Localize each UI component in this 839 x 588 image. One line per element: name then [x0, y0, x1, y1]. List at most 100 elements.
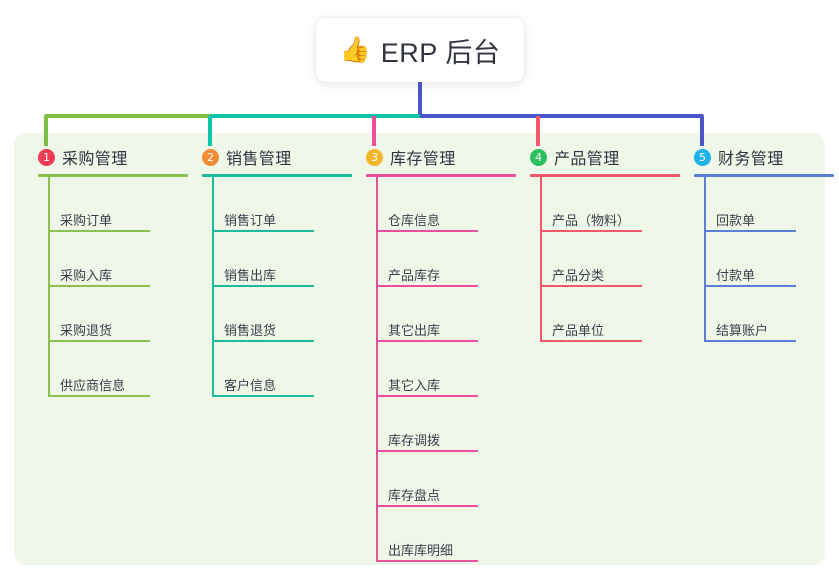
branch-item[interactable]: 产品库存 [366, 232, 516, 287]
diagram-panel [14, 133, 825, 565]
branch-item[interactable]: 出库库明细 [366, 507, 516, 562]
branch-spine [212, 177, 214, 397]
branch-header-2[interactable]: 2 销售管理 [202, 146, 352, 168]
branch-item-label: 回款单 [716, 213, 756, 228]
root-node-erp-backend[interactable]: 👍 ERP 后台 [316, 18, 524, 82]
branch-item-list: 采购订单采购入库采购退货供应商信息 [38, 177, 188, 397]
branch-item-list: 产品（物料） 产品分类产品单位 [530, 177, 680, 342]
branch-item-underline [376, 450, 478, 452]
branch-title: 采购管理 [62, 151, 128, 168]
branch-number-badge: 4 [530, 148, 547, 166]
branch-item-label: 采购入库 [60, 268, 113, 283]
branch-number-badge: 1 [38, 148, 55, 166]
branch-item-label: 销售退货 [224, 323, 277, 338]
branch-column-1: 1 采购管理采购订单采购入库采购退货供应商信息 [38, 146, 188, 397]
branch-item-underline [704, 340, 796, 342]
branch-item-label: 仓库信息 [388, 213, 441, 228]
branch-item[interactable]: 仓库信息 [366, 177, 516, 232]
branch-item-underline [376, 285, 478, 287]
branch-item-label: 库存调拨 [388, 433, 441, 448]
branch-item-underline [212, 395, 314, 397]
branch-item-label: 供应商信息 [60, 378, 126, 393]
branch-underline [38, 174, 188, 177]
branch-item-underline [376, 340, 478, 342]
branch-item-label: 其它入库 [388, 378, 441, 393]
branch-item[interactable]: 供应商信息 [38, 342, 188, 397]
branch-item-underline [540, 340, 642, 342]
branch-item-underline [704, 230, 796, 232]
branch-item-label: 其它出库 [388, 323, 441, 338]
branch-underline [366, 174, 516, 177]
branch-item-underline [48, 395, 150, 397]
branch-title: 财务管理 [718, 151, 784, 168]
branch-item-label: 库存盘点 [388, 488, 441, 503]
branch-item-label: 出库库明细 [388, 543, 454, 558]
branch-spine [704, 177, 706, 342]
branch-column-2: 2 销售管理销售订单销售出库销售退货客户信息 [202, 146, 352, 397]
branch-item[interactable]: 付款单 [694, 232, 834, 287]
branch-spine [48, 177, 50, 397]
branch-item[interactable]: 产品单位 [530, 287, 680, 342]
branch-header-1[interactable]: 1 采购管理 [38, 146, 188, 168]
branch-item-list: 销售订单销售出库销售退货客户信息 [202, 177, 352, 397]
branch-item[interactable]: 回款单 [694, 177, 834, 232]
branch-item-label: 产品（物料） [552, 213, 631, 228]
branch-item-list: 仓库信息产品库存其它出库其它入库库存调拨库存盘点出库库明细 [366, 177, 516, 562]
branch-item[interactable]: 采购订单 [38, 177, 188, 232]
branch-title: 产品管理 [554, 151, 620, 168]
branch-column-4: 4 产品管理产品（物料） 产品分类产品单位 [530, 146, 680, 342]
branch-item-label: 销售订单 [224, 213, 277, 228]
branch-item-underline [212, 285, 314, 287]
branch-spine [540, 177, 542, 342]
thumbs-up-icon: 👍 [339, 35, 371, 64]
branch-item[interactable]: 其它入库 [366, 342, 516, 397]
branch-item-underline [540, 230, 642, 232]
branch-underline [530, 174, 680, 177]
branch-item[interactable]: 客户信息 [202, 342, 352, 397]
branch-item-label: 结算账户 [716, 323, 769, 338]
branch-item-label: 产品单位 [552, 323, 605, 338]
branch-item-underline [212, 230, 314, 232]
branch-item-underline [212, 340, 314, 342]
branch-item[interactable]: 销售出库 [202, 232, 352, 287]
branch-item-label: 产品库存 [388, 268, 441, 283]
branch-title: 销售管理 [226, 151, 292, 168]
branch-item[interactable]: 产品（物料） [530, 177, 680, 232]
branch-item-underline [48, 285, 150, 287]
branch-item-label: 采购退货 [60, 323, 113, 338]
branch-item-label: 产品分类 [552, 268, 605, 283]
branch-item[interactable]: 库存盘点 [366, 452, 516, 507]
branch-title: 库存管理 [390, 151, 456, 168]
branch-item-underline [704, 285, 796, 287]
branch-underline [202, 174, 352, 177]
branch-number-badge: 2 [202, 148, 219, 166]
branch-item[interactable]: 结算账户 [694, 287, 834, 342]
branch-item-label: 付款单 [716, 268, 756, 283]
branch-item-underline [48, 230, 150, 232]
branch-underline [694, 174, 834, 177]
branch-item-underline [376, 230, 478, 232]
branch-item-underline [376, 560, 478, 562]
branch-item[interactable]: 其它出库 [366, 287, 516, 342]
branch-item-underline [540, 285, 642, 287]
branch-header-4[interactable]: 4 产品管理 [530, 146, 680, 168]
branch-item[interactable]: 采购退货 [38, 287, 188, 342]
branch-item[interactable]: 库存调拨 [366, 397, 516, 452]
branch-item-underline [376, 395, 478, 397]
branch-item[interactable]: 采购入库 [38, 232, 188, 287]
branch-item-list: 回款单付款单结算账户 [694, 177, 834, 342]
root-node-label: ERP 后台 [380, 37, 501, 68]
branch-item[interactable]: 产品分类 [530, 232, 680, 287]
branch-item-label: 销售出库 [224, 268, 277, 283]
branch-item-underline [376, 505, 478, 507]
branch-item-underline [48, 340, 150, 342]
branch-item[interactable]: 销售订单 [202, 177, 352, 232]
branch-item-label: 采购订单 [60, 213, 113, 228]
branch-item[interactable]: 销售退货 [202, 287, 352, 342]
branch-spine [376, 177, 378, 562]
